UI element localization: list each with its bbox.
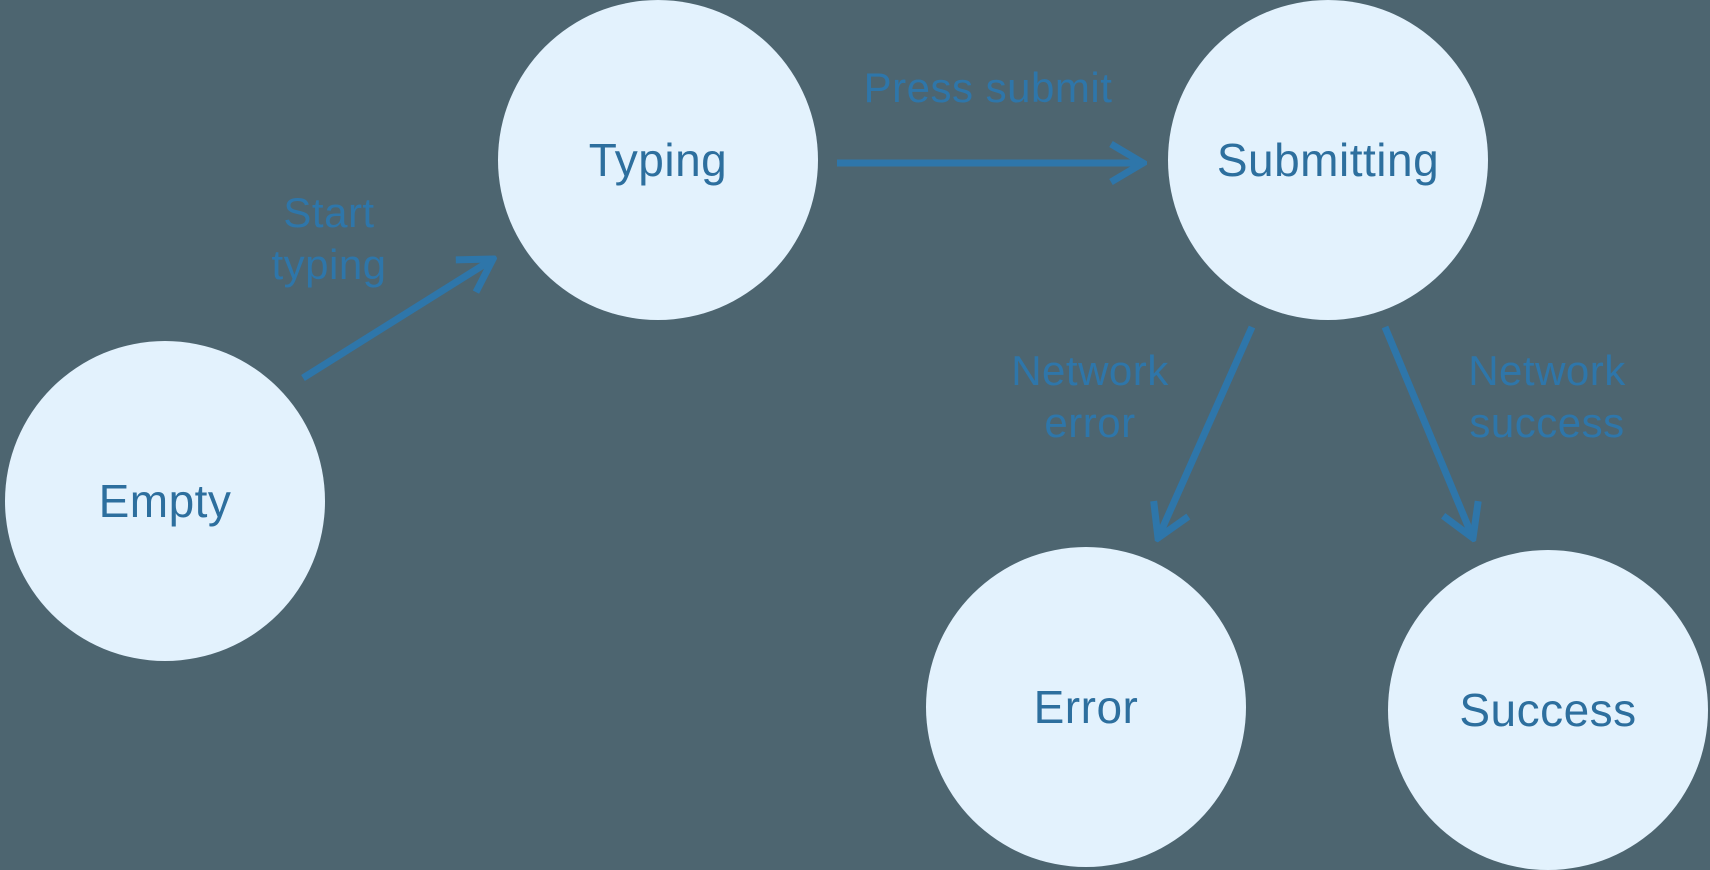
edge-label-network-success: Network success xyxy=(1468,345,1626,449)
edge-label-line: typing xyxy=(271,241,387,288)
state-node-label: Typing xyxy=(588,134,728,186)
edge-label-line: Start xyxy=(283,189,375,236)
state-node-error[interactable]: Error xyxy=(926,547,1246,867)
edge-label-start-typing: Start typing xyxy=(271,187,386,291)
state-node-label: Success xyxy=(1459,684,1637,736)
edge-label-line: success xyxy=(1469,399,1625,446)
edge-label-press-submit: Press submit xyxy=(864,62,1113,114)
state-node-success[interactable]: Success xyxy=(1388,550,1708,870)
edge-label-line: Network xyxy=(1011,347,1169,394)
state-node-empty[interactable]: Empty xyxy=(5,341,325,661)
state-node-label: Error xyxy=(1033,681,1139,733)
edge-label-line: error xyxy=(1044,399,1136,446)
state-node-submitting[interactable]: Submitting xyxy=(1168,0,1488,320)
edge-label-line: Press submit xyxy=(863,64,1113,111)
state-node-typing[interactable]: Typing xyxy=(498,0,818,320)
state-node-label: Empty xyxy=(98,475,232,527)
edge-label-line: Network xyxy=(1468,347,1626,394)
edge-arrow-submitting-to-error xyxy=(1158,325,1256,538)
edge-arrow-submitting-to-success xyxy=(1381,325,1473,538)
edge-label-network-error: Network error xyxy=(1011,345,1169,449)
state-node-label: Submitting xyxy=(1216,134,1440,186)
